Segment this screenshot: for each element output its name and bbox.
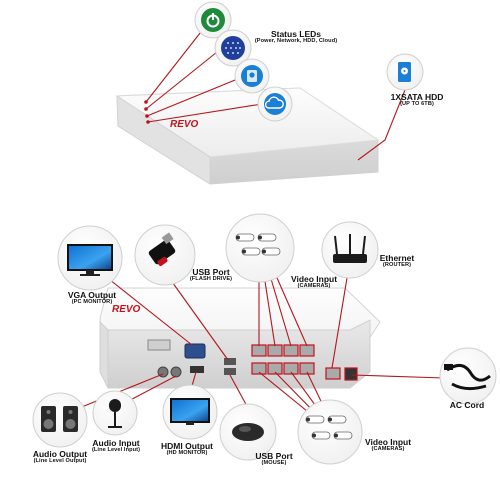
label-subtitle: (PC MONITOR) (71, 298, 113, 305)
usb-port-upper (224, 358, 236, 365)
label-title: Status LEDs (270, 29, 322, 39)
usb-flash-drive-icon (134, 224, 196, 286)
label-title: Audio Output (32, 449, 88, 459)
label-ethernet: Ethernet (ROUTER) (374, 254, 420, 269)
mouse-icon (219, 403, 277, 461)
power-icon (194, 1, 232, 39)
label-hdmi: HDMI Output (HD MONITOR) (150, 442, 224, 457)
hdd-drive-icon (386, 53, 424, 91)
vga-port (184, 343, 206, 359)
label-title: USB Port (255, 451, 293, 461)
power-port (344, 367, 358, 381)
camera-cluster-icon (225, 213, 295, 283)
pc-monitor-icon (57, 225, 123, 291)
label-title: USB Port (192, 267, 230, 277)
label-subtitle: (Power, Network, HDD, Cloud) (254, 37, 338, 44)
label-vga: VGA Output (PC MONITOR) (62, 291, 122, 306)
label-title: HDMI Output (161, 441, 213, 451)
label-title: Video Input (364, 437, 412, 447)
revo-logo-bottom: REVO (112, 304, 141, 315)
label-subtitle: (MOUSE) (261, 459, 287, 466)
label-subtitle: (HD MONITOR) (166, 449, 208, 456)
label-usb-flash: USB Port (FLASH DRIVE) (176, 268, 246, 283)
label-title: Audio Input (92, 438, 140, 448)
nvr-unit-top (115, 87, 380, 185)
label-subtitle: (UP TO 6TB) (400, 100, 434, 107)
speakers-icon (32, 392, 88, 448)
audio-in-port (170, 366, 182, 378)
label-audio-output: Audio Output (Line Level Output) (20, 450, 100, 465)
label-subtitle: (CAMERAS) (297, 282, 331, 289)
label-subtitle: (Line Level Input) (91, 446, 141, 453)
hdd-icon (234, 58, 270, 94)
label-video-input-top: Video Input (CAMERAS) (280, 275, 348, 290)
label-title: AC Cord (449, 400, 485, 410)
label-title: Ethernet (379, 253, 415, 263)
camera-cluster-icon-bottom (297, 399, 363, 465)
usb-port-lower (224, 368, 236, 375)
hd-tv-icon (162, 384, 218, 440)
label-subtitle: (Line Level Output) (33, 457, 87, 464)
label-subtitle: (CAMERAS) (371, 445, 405, 452)
label-usb-mouse: USB Port (MOUSE) (246, 452, 302, 467)
hdmi-port (190, 366, 204, 373)
microphone-icon (92, 390, 138, 436)
label-title: Video Input (290, 274, 338, 284)
label-audio-input: Audio Input (Line Level Input) (84, 439, 148, 454)
network-led-icon (214, 29, 252, 67)
revo-logo-top: REVO (170, 119, 199, 130)
label-title: VGA Output (67, 290, 117, 300)
ethernet-port (325, 367, 341, 380)
label-subtitle: (ROUTER) (382, 261, 412, 268)
label-status-leds: Status LEDs (Power, Network, HDD, Cloud) (236, 30, 356, 45)
label-video-input-bottom: Video Input (CAMERAS) (356, 438, 420, 453)
label-ac-cord: AC Cord (442, 401, 492, 410)
label-subtitle: (FLASH DRIVE) (189, 275, 233, 282)
label-title: 1XSATA HDD (390, 92, 444, 102)
cloud-icon (257, 86, 293, 122)
label-hdd: 1XSATA HDD (UP TO 6TB) (380, 93, 454, 108)
leader-lines-top (145, 27, 406, 161)
router-icon (321, 221, 379, 279)
ac-power-cord-icon (439, 347, 497, 405)
